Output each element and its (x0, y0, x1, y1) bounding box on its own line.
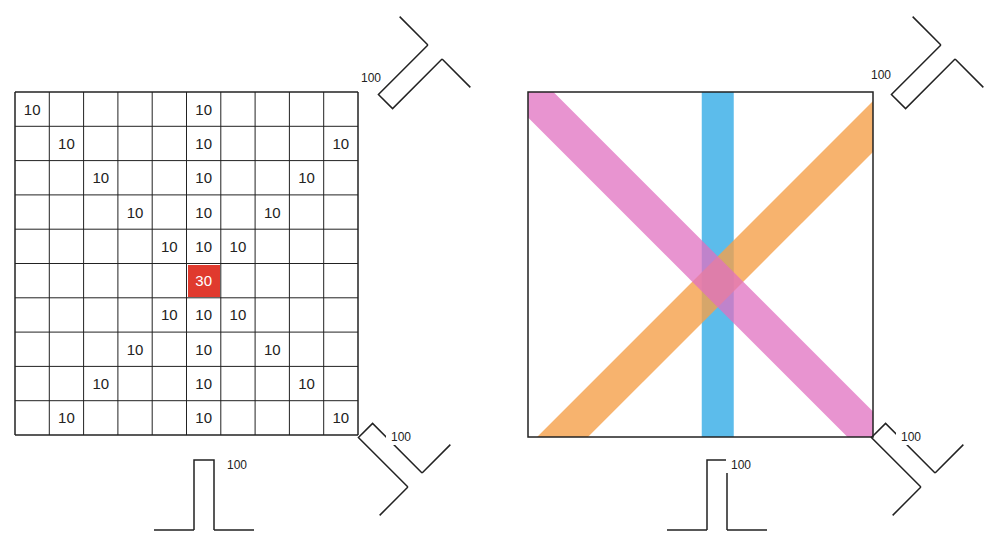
cell-value: 10 (290, 367, 322, 399)
cell-value: 10 (50, 402, 82, 434)
projection-bands (528, 92, 873, 437)
cell-value: 10 (188, 299, 220, 331)
detector-reading: 100 (356, 70, 386, 86)
grid-line (15, 297, 358, 298)
detector-reading: 100 (866, 67, 896, 83)
cell-value: 10 (188, 127, 220, 159)
cell-value: 10 (325, 402, 357, 434)
cell-value: 10 (222, 299, 254, 331)
cell-value: 10 (119, 196, 151, 228)
cell-value: 10 (85, 367, 117, 399)
cell-value: 10 (256, 333, 288, 365)
cell-value: 10 (290, 162, 322, 194)
pixel-grid (15, 92, 358, 435)
grid-line (220, 92, 221, 435)
grid-line (323, 92, 324, 435)
cell-value: 10 (222, 230, 254, 262)
grid-line (15, 434, 358, 436)
cell-value: 10 (188, 93, 220, 125)
detector-symbol (350, 17, 470, 137)
detector-reading: 100 (386, 429, 416, 445)
cell-value: 30 (188, 265, 220, 297)
grid-line (15, 332, 358, 333)
diagonal-band (528, 92, 873, 437)
grid-line (357, 92, 359, 435)
cell-value: 10 (16, 93, 48, 125)
image-square (528, 92, 873, 437)
diagonal-band (528, 92, 873, 437)
grid-line (255, 92, 256, 435)
cell-value: 10 (188, 162, 220, 194)
grid-line (15, 366, 358, 367)
cell-value: 10 (188, 230, 220, 262)
cell-value: 10 (50, 127, 82, 159)
detector-reading: 100 (726, 457, 756, 473)
cell-value: 10 (256, 196, 288, 228)
cell-value: 10 (188, 196, 220, 228)
detector-reading: 100 (222, 457, 252, 473)
cell-value: 10 (188, 367, 220, 399)
detector-symbol (863, 17, 983, 137)
cell-value: 10 (188, 333, 220, 365)
cell-value: 10 (325, 127, 357, 159)
detector-reading: 100 (896, 429, 926, 445)
cell-value: 10 (85, 162, 117, 194)
detectors (154, 17, 983, 530)
cell-value: 10 (153, 230, 185, 262)
grid-line (289, 92, 290, 435)
grid-line (15, 263, 358, 264)
grid-line (15, 400, 358, 401)
cell-value: 10 (119, 333, 151, 365)
cell-value: 10 (153, 299, 185, 331)
cell-value: 10 (188, 402, 220, 434)
detector-symbol (843, 395, 963, 515)
